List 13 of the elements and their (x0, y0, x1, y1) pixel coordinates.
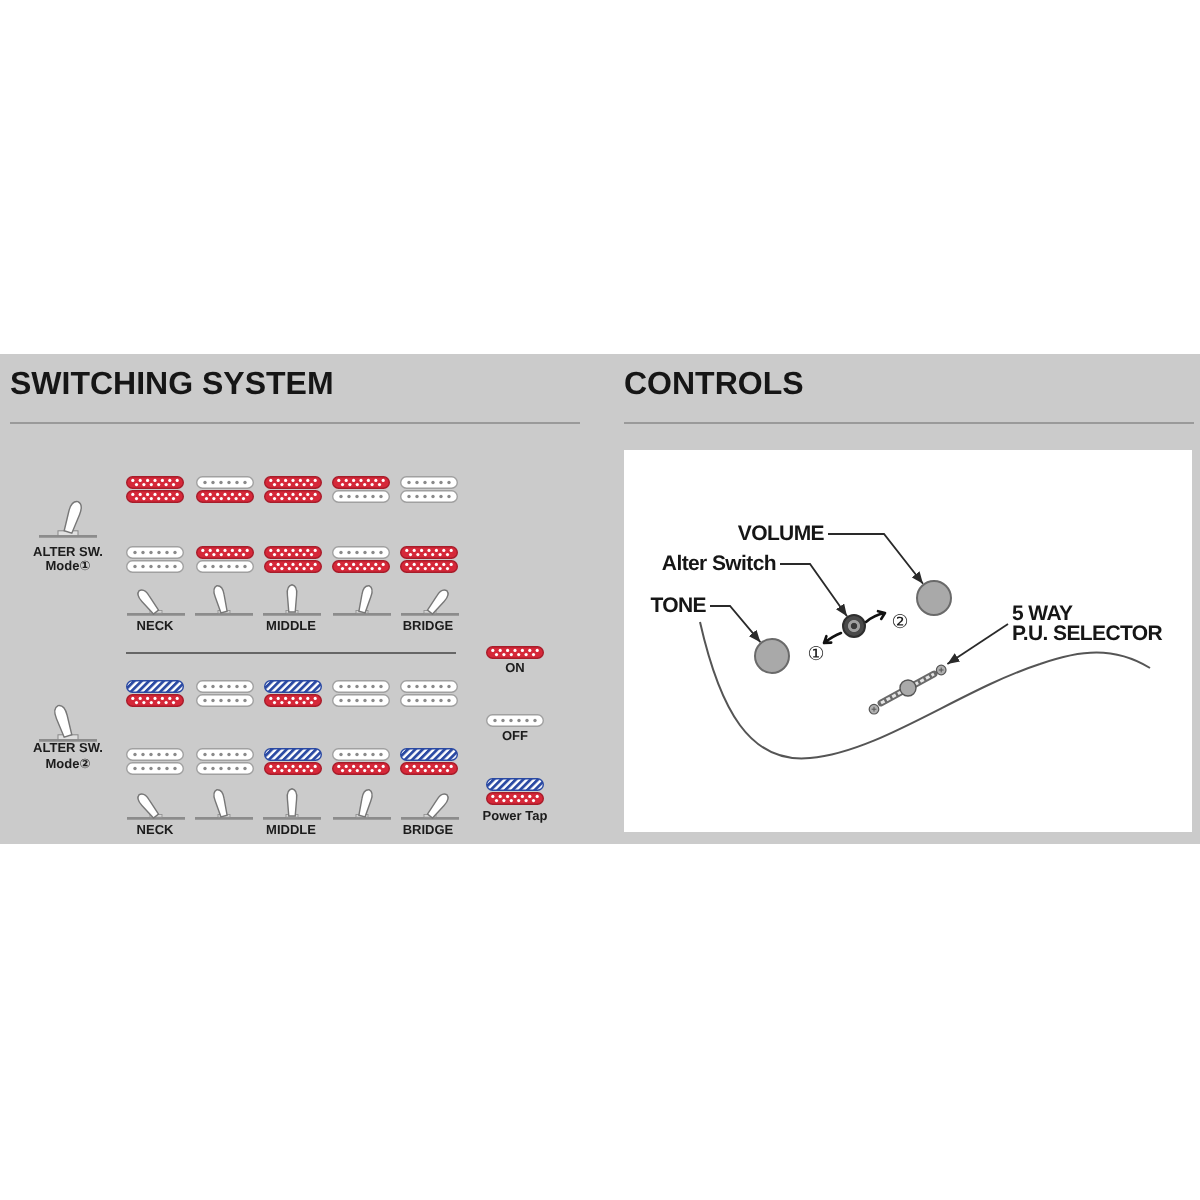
circled-number: ① (807, 646, 825, 666)
callout-label: Alter Switch (661, 554, 776, 574)
callout-label: VOLUME (737, 524, 824, 544)
section-heading: SWITCHING SYSTEM (10, 370, 334, 402)
callout-label: 5 WAY P.U. SELECTOR (1012, 604, 1163, 644)
leader-line (827, 533, 924, 585)
section-heading: CONTROLS (624, 370, 804, 402)
circled-number: ② (891, 614, 909, 634)
selector-switch (868, 664, 948, 716)
leader-line (779, 563, 848, 618)
leader-line (709, 605, 762, 644)
callout-label: TONE (650, 596, 706, 616)
leader-line (946, 623, 1009, 665)
